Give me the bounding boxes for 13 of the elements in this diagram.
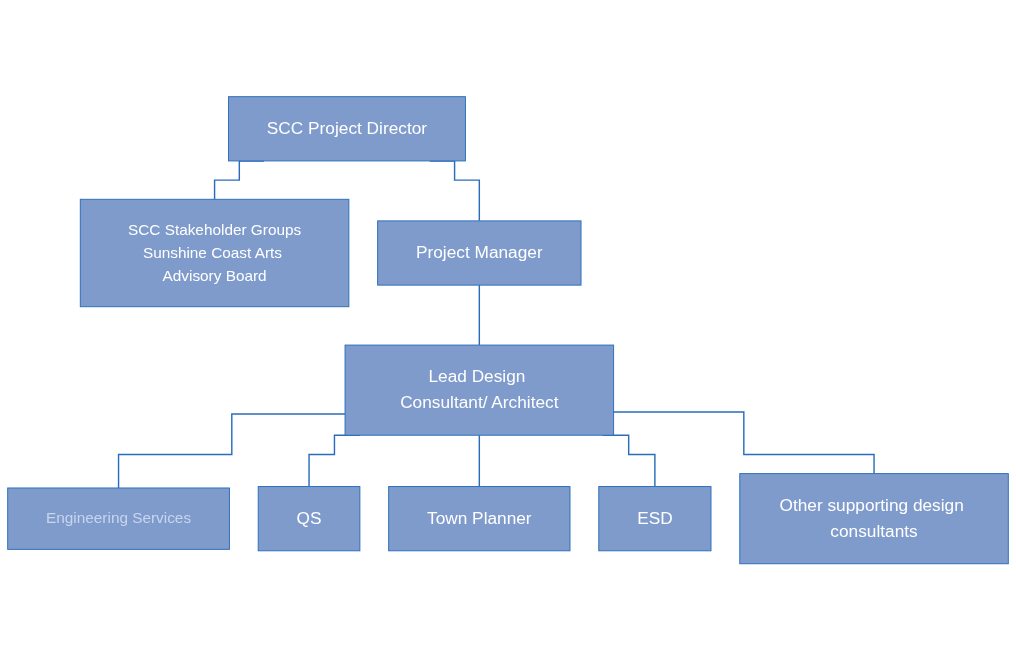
connector — [612, 411, 875, 475]
node-box: SCC Stakeholder Groups Sunshine Coast Arts Advisory Board — [79, 199, 350, 308]
connector — [117, 413, 346, 489]
connector — [478, 284, 481, 347]
node-box: QS — [257, 486, 361, 552]
node-box: Lead Design Consultant/ Architect — [344, 344, 615, 436]
node-box: ESD — [598, 486, 712, 552]
node-box: Engineering Services — [7, 487, 230, 551]
node-box: Other supporting design consultants — [739, 473, 1009, 565]
node-box: Town Planner — [388, 486, 571, 552]
node-box: Project Manager — [377, 220, 582, 286]
node-box: SCC Project Director — [228, 96, 466, 162]
connector — [478, 434, 481, 488]
